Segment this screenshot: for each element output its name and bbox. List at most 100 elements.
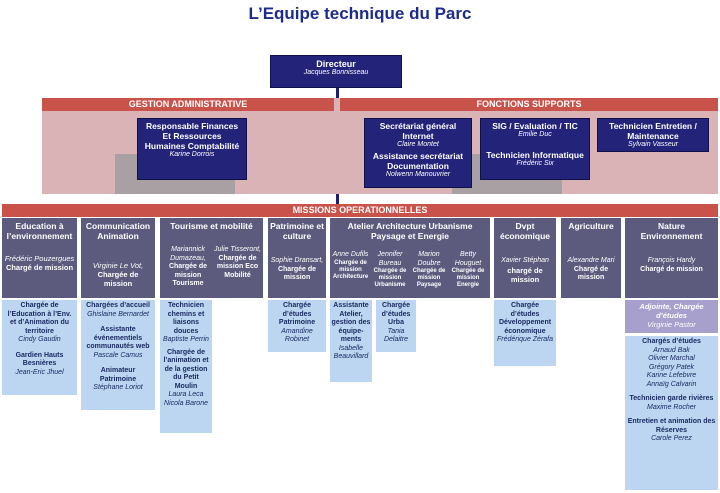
info-tech-title: Technicien Informatique	[486, 150, 584, 160]
staff-nature-n2d: Karine Lefebvre	[646, 372, 697, 379]
col-communication-title: Communication Animation	[85, 221, 151, 241]
staff-communication-n1: Ghislaine Bernardet	[87, 310, 149, 318]
assistance-title: Assistance secrétariat Documentation	[372, 151, 464, 171]
col-nature-name: François Hardy	[647, 257, 696, 264]
staff-tourisme-n2b: Nicola Barone	[164, 399, 208, 407]
col-patrimoine-name: Sophie Dransart,	[270, 257, 324, 264]
col-atelier-p4-name: Betty Houguet	[454, 251, 482, 267]
col-nature: Nature Environnement François Hardy Char…	[625, 218, 718, 298]
tech-maintenance-name: Sylvain Vasseur	[628, 141, 678, 148]
staff-education-r2: Gardien Hauts Besnières	[15, 351, 64, 368]
col-atelier-p3-role: Chargée de mission Paysage	[412, 268, 446, 288]
col-atelier-person3: Marion Doubre Chargée de mission Paysage	[411, 251, 447, 289]
col-patrimoine-role: Chargée de mission	[277, 265, 317, 282]
staff-education-n1: Cindy Gaudin	[18, 336, 61, 343]
col-agriculture: Agriculture Alexandre Mari Chargé de mis…	[561, 218, 621, 298]
assistance-name: Nolwenn Manouvrier	[385, 171, 451, 178]
col-agriculture-title: Agriculture	[568, 221, 614, 231]
col-atelier-person1: Anne Dufils Chargée de mission Architect…	[332, 251, 369, 281]
staff-education-n2: Jean-Eric Jhuel	[15, 368, 64, 376]
staff-patrimoine-r1: Chargée d’études Patrimoine	[278, 302, 316, 326]
staff-nature-n2a: Arnaud Bak	[653, 346, 690, 354]
admin-finance-box: Responsable Finances Et Ressources Humai…	[137, 118, 247, 180]
staff-atelier1-r1: Assistante Atelier, gestion des équipe-m…	[331, 302, 371, 343]
staff-nature-n1: Virginie Pastor	[647, 320, 696, 329]
staff-tourisme: Technicien chemins et liaisons douces Ba…	[160, 300, 212, 433]
staff-communication-r1: Chargées d’accueil	[86, 302, 150, 309]
col-tourisme-p1-role: Chargée de mission Tourisme	[168, 263, 208, 287]
staff-dvpt: Chargée d’études Développement économiqu…	[494, 300, 556, 366]
staff-atelier1-n1: Isabelle Beauvillard	[333, 344, 369, 361]
secretariat-title: Secrétariat général Internet	[379, 121, 457, 141]
staff-tourisme-r1: Technicien chemins et liaisons douces	[167, 302, 205, 335]
col-education-name: Frédéric Pouzergues	[4, 254, 75, 263]
col-atelier-p1-name: Anne Dufils	[332, 251, 369, 258]
col-communication-name: Virginie Le Vot,	[92, 261, 144, 270]
info-tech-name: Frédéric Six	[516, 160, 554, 167]
staff-tourisme-r2: Chargée de l’animation et de la gestion …	[163, 348, 209, 390]
staff-communication-r2: Assistante événementiels communautés web	[86, 326, 150, 350]
col-tourisme-person2: Julie Tisseront, Chargée de mission Eco …	[214, 246, 261, 280]
staff-dvpt-r1: Chargée d’études Développement économiqu…	[498, 302, 552, 335]
staff-nature-r1: Adjointe, Chargée d’études	[639, 302, 704, 320]
staff-nature-n4: Carole Perez	[651, 435, 692, 442]
director-role: Directeur	[316, 59, 356, 69]
staff-atelier-assistante: Assistante Atelier, gestion des équipe-m…	[330, 300, 372, 382]
tech-maintenance-title: Technicien Entretien / Maintenance	[609, 121, 697, 141]
col-communication-role: Chargée de mission	[97, 270, 139, 288]
staff-atelier2-r1: Chargée d’études Urba	[381, 302, 411, 326]
col-nature-title: Nature Environnement	[640, 221, 703, 241]
staff-nature-r3: Technicien garde rivières	[629, 395, 714, 402]
staff-communication-r3: Animateur Patrimoine	[99, 367, 137, 383]
sig-box: SIG / Evaluation / TIC Emilie Duc Techni…	[480, 118, 590, 180]
secretariat-box: Secrétariat général Internet Claire Mont…	[364, 118, 472, 188]
col-dvpt-role: chargé de mission	[507, 265, 543, 284]
col-agriculture-name: Alexandre Mari	[567, 257, 615, 264]
director-name: Jacques Bonnisseau	[303, 69, 369, 76]
col-agriculture-role: Chargé de mission	[573, 265, 609, 282]
col-nature-role: Chargé de mission	[640, 265, 703, 273]
staff-patrimoine-n1: Amandine Robinet	[281, 327, 313, 344]
staff-nature-r4: Entretien et animation des Réserves	[627, 418, 716, 434]
col-atelier-p3-name: Marion Doubre	[417, 251, 441, 267]
staff-atelier-urba: Chargée d’études Urba Tania Delaitre	[376, 300, 416, 352]
col-patrimoine: Patrimoine et culture Sophie Dransart, C…	[268, 218, 326, 298]
col-atelier-person4: Betty Houguet Chargée de mission Energie	[449, 251, 487, 289]
band-supports-label: FONCTIONS SUPPORTS	[476, 99, 582, 109]
admin-finance-title: Responsable Finances Et Ressources Humai…	[144, 121, 240, 151]
col-atelier-p2-role: Chargée de mission Urbanisme	[373, 268, 407, 288]
col-atelier-title: Atelier Architecture Urbanisme Paysage e…	[347, 221, 473, 241]
staff-patrimoine: Chargée d’études Patrimoine Amandine Rob…	[268, 300, 326, 352]
tech-maintenance-box: Technicien Entretien / Maintenance Sylva…	[597, 118, 709, 152]
staff-nature: Chargés d’études Arnaud Bak Olivier Marc…	[625, 336, 718, 490]
staff-nature-n2c: Grégory Patek	[648, 363, 695, 371]
col-atelier-p2-name: Jennifer Bureau	[377, 251, 403, 267]
staff-dvpt-n1: Frédérique Zérafa	[496, 336, 554, 343]
col-atelier-p1-role: Chargée de mission Architecture	[332, 259, 369, 280]
secretariat-name: Claire Montet	[397, 141, 439, 148]
col-education-role: Chargé de mission	[5, 263, 74, 272]
staff-education-r1: Chargée de l’Education à l’Env. et d’Ani…	[7, 302, 72, 335]
band-admin-label: GESTION ADMINISTRATIVE	[128, 99, 248, 109]
staff-communication-n2: Pascale Camus	[93, 351, 143, 359]
col-dvpt-name: Xavier Stéphan	[501, 257, 549, 264]
col-communication: Communication Animation Virginie Le Vot,…	[81, 218, 155, 298]
sig-name: Emilie Duc	[518, 131, 552, 138]
col-atelier-person2: Jennifer Bureau Chargée de mission Urban…	[371, 251, 409, 289]
col-tourisme-p2-name: Julie Tisseront,	[214, 246, 262, 253]
col-dvpt: Dvpt économique Xavier Stéphan chargé de…	[494, 218, 556, 298]
staff-communication-n3: Stéphane Loriot	[93, 384, 143, 391]
col-tourisme-p1-name: Mariannick Dumazeau,	[170, 246, 206, 262]
col-tourisme-title: Tourisme et mobilité	[170, 221, 253, 231]
director-box: Directeur Jacques Bonnisseau	[270, 55, 402, 88]
band-fonctions-supports: FONCTIONS SUPPORTS	[340, 98, 718, 111]
admin-finance-name: Karine Dorrois	[169, 151, 215, 158]
col-atelier-p4-role: Chargée de mission Energie	[451, 268, 485, 288]
staff-education: Chargée de l’Education à l’Env. et d’Ani…	[2, 300, 77, 395]
band-gestion-administrative: GESTION ADMINISTRATIVE	[42, 98, 334, 111]
staff-nature-r2: Chargés d’études	[642, 338, 701, 345]
staff-nature-adjointe: Adjointe, Chargée d’études Virginie Past…	[625, 300, 718, 333]
staff-atelier2-n1: Tania Delaitre	[383, 327, 409, 344]
band-missions-operationnelles: MISSIONS OPERATIONNELLES	[2, 204, 718, 217]
page-title: L’Equipe technique du Parc	[248, 4, 472, 23]
